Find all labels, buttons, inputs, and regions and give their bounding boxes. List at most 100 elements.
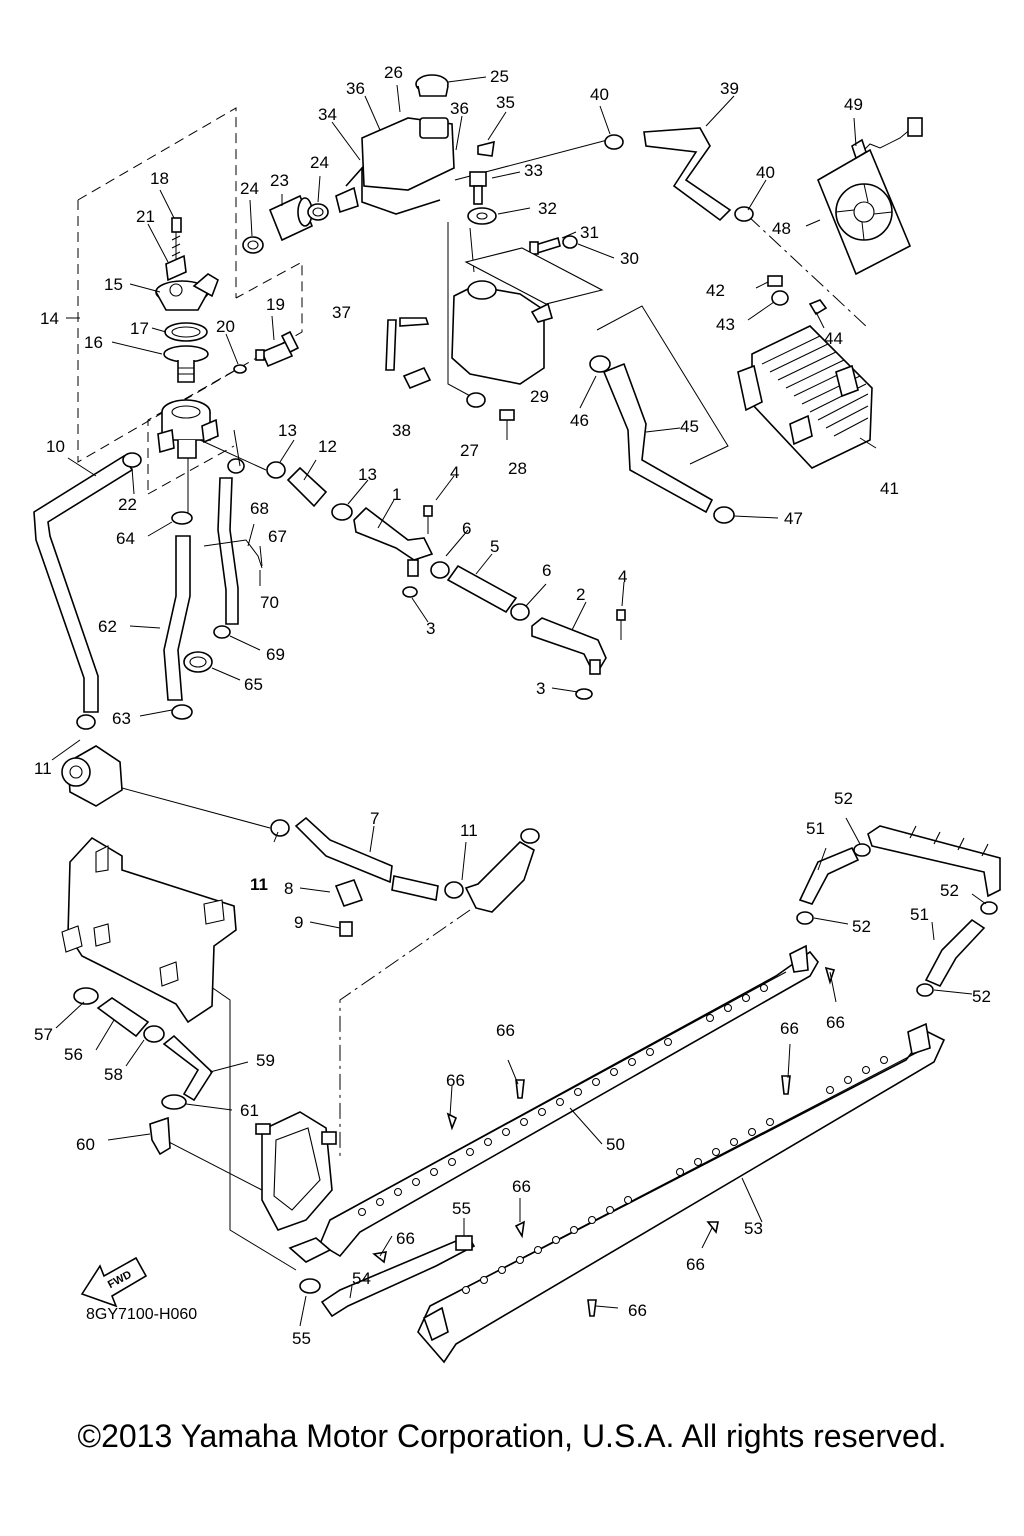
callout-70: 70: [260, 593, 279, 612]
bolt-4-upper: [423, 505, 433, 534]
callout-18: 18: [150, 169, 169, 188]
fan-48: [816, 148, 912, 276]
callout-37: 37: [332, 303, 351, 322]
callout-41: 41: [880, 479, 899, 498]
callout-40-lower: 40: [756, 163, 775, 182]
hose-7: [294, 816, 439, 901]
grommet-32: [467, 207, 497, 225]
callout-16: 16: [84, 333, 103, 352]
callout-66-b: 66: [446, 1071, 465, 1090]
copyright-notice: ©2013 Yamaha Motor Corporation, U.S.A. A…: [77, 1418, 947, 1454]
clamp-40-top: [604, 134, 624, 150]
collar-43: [771, 290, 789, 306]
callout-11-pump: 11: [34, 759, 52, 778]
thermostat-housing: [157, 399, 219, 459]
callout-27: 27: [460, 441, 479, 460]
bolt-4-lower: [616, 609, 626, 640]
fwd-arrow-icon: FWD: [80, 1256, 148, 1308]
clamp-68: [227, 458, 245, 474]
assembly-outline-14: [77, 107, 303, 495]
callout-52-d: 52: [972, 987, 991, 1006]
grommet-27: [466, 392, 486, 408]
clamp-13-top: [266, 461, 286, 479]
callout-58: 58: [104, 1065, 123, 1084]
hose-67: [217, 477, 239, 625]
hose-12: [286, 466, 328, 508]
callout-6-right: 6: [542, 561, 551, 580]
callout-51-upper: 51: [806, 819, 825, 838]
callout-30: 30: [620, 249, 639, 268]
bracket-8: [334, 879, 364, 907]
harness-49: [851, 117, 923, 160]
callout-29: 29: [530, 387, 549, 406]
callout-50: 50: [606, 1135, 625, 1154]
gasket-17: [164, 322, 208, 342]
hose-56: [96, 997, 150, 1038]
callout-57: 57: [34, 1025, 53, 1044]
callout-68: 68: [250, 499, 269, 518]
callout-35: 35: [496, 93, 515, 112]
callout-53: 53: [744, 1219, 763, 1238]
callout-11-hose7: 11: [250, 875, 268, 894]
callout-38: 38: [392, 421, 411, 440]
callout-40-top: 40: [590, 85, 609, 104]
o-ring-3-upper: [402, 586, 418, 598]
clamp-13-lower: [331, 503, 353, 521]
fitting-33: [469, 171, 487, 205]
callout-66-d: 66: [826, 1013, 845, 1032]
callout-10: 10: [46, 437, 65, 456]
callout-49: 49: [844, 95, 863, 114]
clamp-47: [713, 506, 735, 524]
temp-sensor-19: [255, 330, 300, 368]
pipe-51-lower: [924, 918, 986, 988]
hose-62: [163, 535, 191, 701]
callout-65: 65: [244, 675, 263, 694]
water-pump: [61, 745, 123, 807]
callout-34: 34: [318, 105, 337, 124]
callout-3-lower: 3: [536, 679, 545, 698]
bolt-31: [529, 236, 561, 256]
callout-45: 45: [680, 417, 699, 436]
callout-8: 8: [284, 879, 293, 898]
callout-62: 62: [98, 617, 117, 636]
hose-37: [385, 317, 430, 371]
callout-23: 23: [270, 171, 289, 190]
callout-43: 43: [716, 315, 735, 334]
callout-13-upper: 13: [278, 421, 297, 440]
callout-26: 26: [384, 63, 403, 82]
hose-59: [162, 1034, 214, 1102]
callout-20: 20: [216, 317, 235, 336]
hose-39: [643, 127, 732, 222]
cooler-50: [288, 944, 819, 1263]
clamp-65: [183, 651, 213, 673]
clip-35: [477, 140, 495, 157]
callout-44: 44: [824, 329, 843, 348]
pipe-assembly-top-right: [867, 825, 1001, 898]
engine-frame: [61, 836, 237, 1024]
callout-13-lower: 13: [358, 465, 377, 484]
callout-59: 59: [256, 1051, 275, 1070]
clamp-11-left: [76, 714, 96, 730]
clamp-24-left: [242, 236, 264, 254]
clamp-52-c: [980, 901, 998, 915]
clamp-40-lower: [734, 206, 754, 222]
bracket-21: [165, 254, 187, 282]
callout-15: 15: [104, 275, 123, 294]
clamp-64: [171, 511, 193, 525]
clamp-22: [122, 452, 142, 468]
bracket-30-plate: [464, 247, 604, 305]
callout-2: 2: [576, 585, 585, 604]
callout-66-e: 66: [512, 1177, 531, 1196]
hose-60: [149, 1116, 171, 1156]
clamp-24-right: [307, 203, 329, 221]
bolt-9: [339, 921, 353, 937]
clamp-11-right: [444, 881, 464, 899]
callout-36-right: 36: [450, 99, 469, 118]
o-ring-3-lower: [575, 688, 593, 700]
callout-9: 9: [294, 913, 303, 932]
callout-22: 22: [118, 495, 137, 514]
callout-17: 17: [130, 319, 149, 338]
callout-66-a: 66: [496, 1021, 515, 1040]
clamp-58: [143, 1025, 165, 1043]
